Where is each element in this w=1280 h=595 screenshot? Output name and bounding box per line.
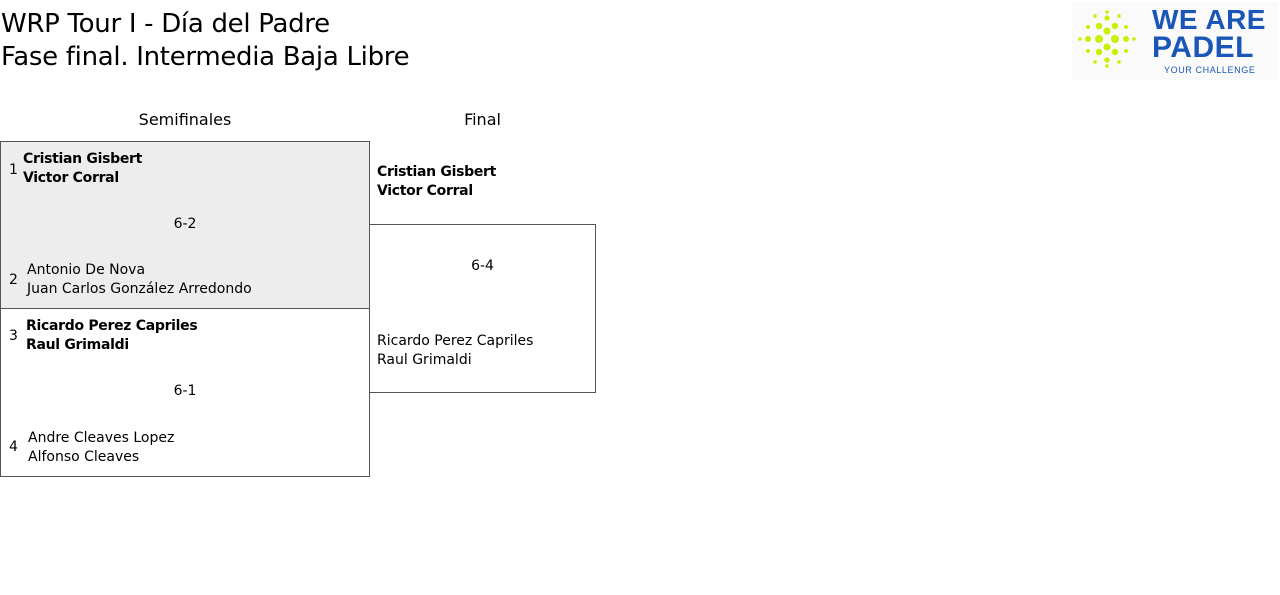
player-name: Victor Corral	[23, 170, 119, 186]
seed-number: 2	[9, 272, 18, 288]
logo-tagline: YOUR CHALLENGE	[1164, 65, 1256, 75]
player-name: Cristian Gisbert	[377, 164, 497, 180]
seed-number: 3	[9, 328, 18, 344]
player-name: Juan Carlos González Arredondo	[27, 281, 252, 297]
match-score: 6-2	[173, 216, 197, 232]
final-winner-pair: Cristian Gisbert Victor Corral	[377, 163, 496, 201]
final-runner-up-pair: Ricardo Perez Capriles Raul Grimaldi	[377, 332, 533, 370]
loser-pair: Antonio De Nova Juan Carlos González Arr…	[27, 261, 252, 299]
tournament-title: WRP Tour I - Día del Padre	[1, 9, 330, 39]
final-match[interactable]: 6-4 Ricardo Perez Capriles Raul Grimaldi	[369, 224, 596, 393]
logo-line-1: WE ARE	[1152, 4, 1266, 35]
round-header-semifinals: Semifinales	[138, 110, 232, 129]
player-name: Raul Grimaldi	[377, 352, 472, 368]
winner-pair: Ricardo Perez Capriles Raul Grimaldi	[26, 317, 198, 355]
loser-pair: Andre Cleaves Lopez Alfonso Cleaves	[28, 429, 174, 467]
player-name: Victor Corral	[377, 183, 473, 199]
player-name: Antonio De Nova	[27, 262, 146, 278]
player-name: Ricardo Perez Capriles	[26, 318, 198, 334]
semifinal-match-2[interactable]: 3 Ricardo Perez Capriles Raul Grimaldi 6…	[0, 309, 370, 477]
phase-title: Fase final. Intermedia Baja Libre	[1, 42, 410, 72]
seed-number: 1	[9, 162, 18, 178]
player-name: Raul Grimaldi	[26, 337, 129, 353]
dots-icon	[1078, 10, 1136, 68]
match-score: 6-1	[173, 383, 197, 399]
semifinal-match-1[interactable]: 1 Cristian Gisbert Victor Corral 6-2 2 A…	[0, 141, 370, 309]
player-name: Alfonso Cleaves	[28, 449, 140, 465]
logo-line-2: PADEL	[1152, 31, 1254, 64]
winner-pair: Cristian Gisbert Victor Corral	[23, 150, 142, 188]
player-name: Andre Cleaves Lopez	[28, 430, 175, 446]
we-are-padel-logo: WE ARE PADEL YOUR CHALLENGE	[1072, 2, 1278, 80]
seed-number: 4	[9, 439, 18, 455]
round-header-final: Final	[464, 110, 501, 129]
page-title: WRP Tour I - Día del Padre Fase final. I…	[1, 8, 410, 74]
player-name: Cristian Gisbert	[23, 151, 143, 167]
player-name: Ricardo Perez Capriles	[377, 333, 534, 349]
match-score: 6-4	[471, 258, 494, 274]
